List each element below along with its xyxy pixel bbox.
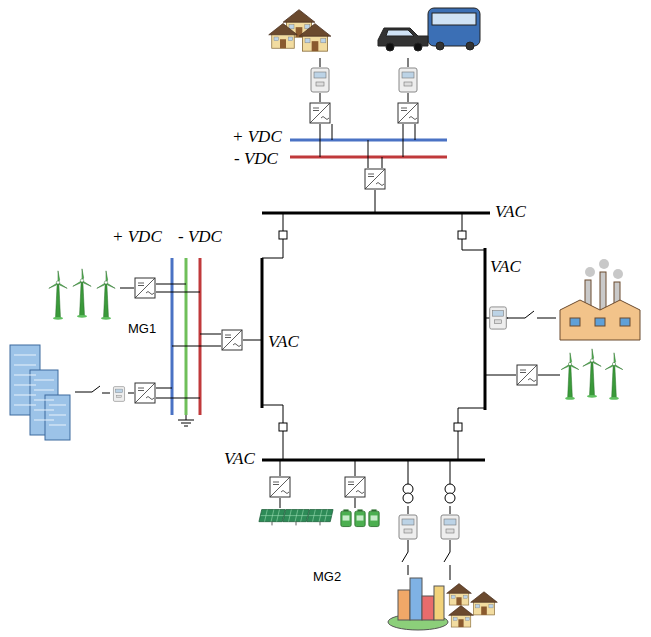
bus-voltage-label: VAC [495,203,526,220]
bus-voltage-label: - VDC [178,228,222,245]
bus-voltage-label: VAC [490,258,521,275]
microgrid-name: MG1 [128,322,156,335]
bus-voltage-label: + VDC [232,128,282,145]
microgrid-name: MG2 [313,570,341,583]
bus-voltage-label: VAC [224,450,255,467]
bus-voltage-label: - VDC [234,150,278,167]
bus-voltage-label: VAC [268,333,299,350]
bus-voltage-label: + VDC [112,228,162,245]
